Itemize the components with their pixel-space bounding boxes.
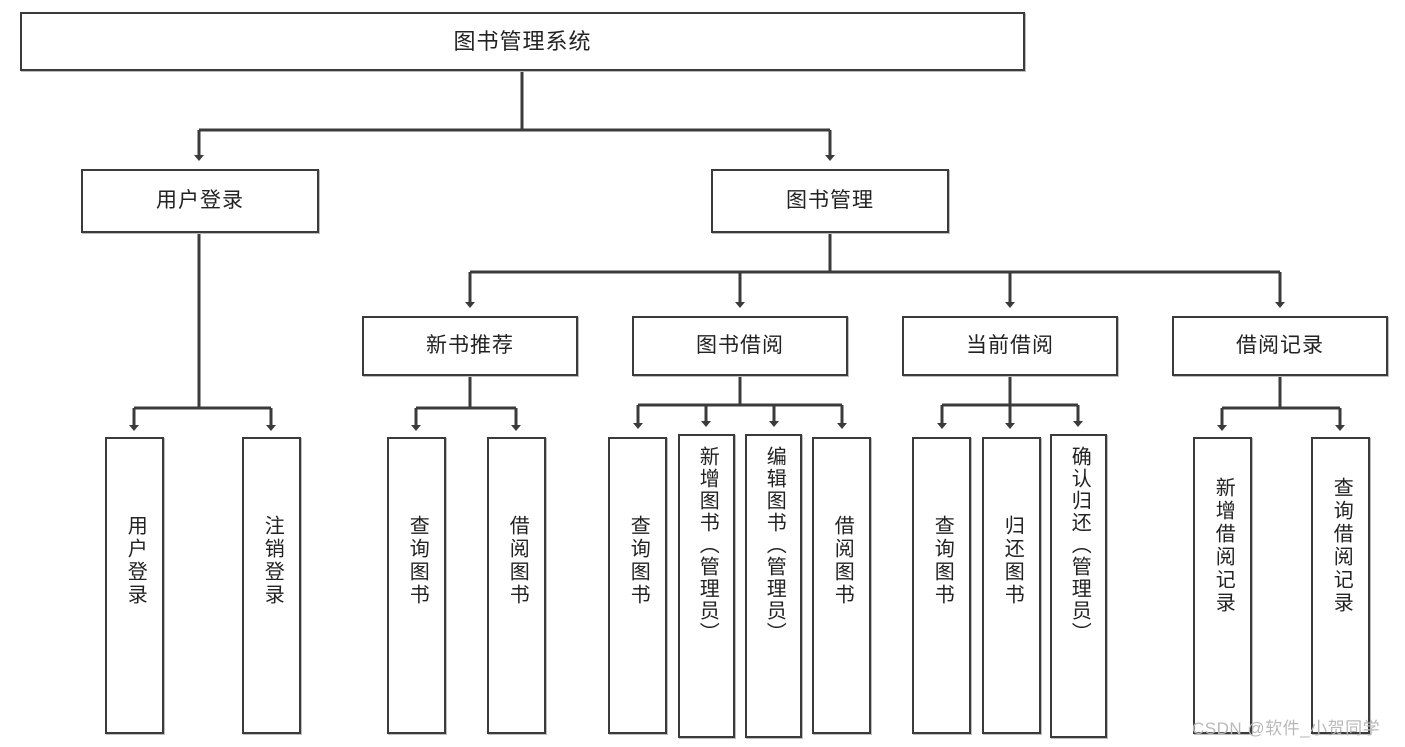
node-borrow-record[interactable]: 借阅记录 [1172, 316, 1388, 376]
watermark-text: CSDN @软件_小贺同学 [1192, 719, 1381, 738]
node-label: 编辑图书（管理员） [763, 446, 786, 644]
node-label: 查询图书 [627, 515, 650, 607]
node-leaf-borrow-book-1[interactable]: 借阅图书 [487, 437, 546, 734]
node-label: 用户登录 [124, 515, 147, 607]
node-label: 查询图书 [406, 515, 429, 607]
node-label: 图书借阅 [696, 333, 784, 357]
node-leaf-add-borrow-record[interactable]: 新增借阅记录 [1193, 437, 1252, 734]
node-current-borrow[interactable]: 当前借阅 [902, 316, 1118, 376]
node-label: 注销登录 [261, 515, 284, 607]
node-label: 确认归还（管理员） [1068, 446, 1091, 644]
node-leaf-confirm-return-admin[interactable]: 确认归还（管理员） [1050, 434, 1107, 738]
node-label: 新增借阅记录 [1212, 477, 1235, 615]
node-label: 借阅图书 [506, 515, 529, 607]
node-label: 新增图书（管理员） [696, 446, 719, 644]
node-leaf-logout-login[interactable]: 注销登录 [242, 437, 301, 734]
node-leaf-query-book-1[interactable]: 查询图书 [387, 437, 446, 734]
node-label: 查询图书 [931, 515, 954, 607]
node-leaf-user-login[interactable]: 用户登录 [105, 437, 164, 734]
node-label: 图书管理系统 [453, 28, 592, 54]
node-leaf-edit-book-admin[interactable]: 编辑图书（管理员） [745, 434, 802, 738]
node-new-book-recommend[interactable]: 新书推荐 [362, 316, 578, 376]
node-user-login[interactable]: 用户登录 [81, 169, 319, 233]
node-leaf-return-book[interactable]: 归还图书 [982, 437, 1041, 734]
node-label: 新书推荐 [426, 333, 514, 357]
node-label: 查询借阅记录 [1330, 477, 1353, 615]
node-book-borrow[interactable]: 图书借阅 [632, 316, 848, 376]
node-leaf-query-book-2[interactable]: 查询图书 [608, 437, 667, 734]
node-label: 借阅图书 [831, 515, 854, 607]
node-label: 借阅记录 [1236, 333, 1324, 357]
node-leaf-add-book-admin[interactable]: 新增图书（管理员） [678, 434, 735, 738]
node-leaf-query-book-3[interactable]: 查询图书 [912, 437, 971, 734]
node-root-book-management-system[interactable]: 图书管理系统 [20, 12, 1025, 71]
node-label: 归还图书 [1001, 515, 1024, 607]
node-book-management[interactable]: 图书管理 [711, 169, 949, 233]
node-label: 用户登录 [156, 188, 244, 212]
node-label: 当前借阅 [966, 333, 1054, 357]
node-label: 图书管理 [786, 188, 874, 212]
node-leaf-borrow-book-2[interactable]: 借阅图书 [812, 437, 871, 734]
node-leaf-query-borrow-record[interactable]: 查询借阅记录 [1311, 437, 1370, 734]
